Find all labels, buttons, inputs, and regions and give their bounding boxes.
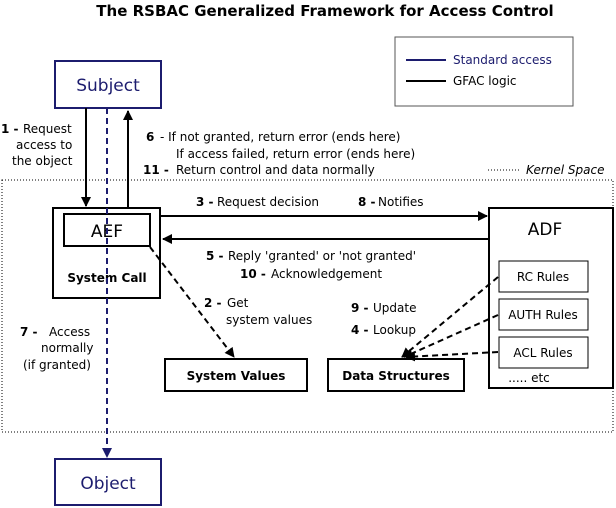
step-7-line-2: normally bbox=[41, 341, 93, 355]
object-box bbox=[54, 458, 162, 506]
arrow-rc-lookup bbox=[401, 276, 499, 358]
step-10-text: Acknowledgement bbox=[271, 267, 382, 281]
legend-box bbox=[394, 36, 574, 107]
step-6-number: 6 bbox=[146, 130, 154, 144]
step-11-number: 11 - bbox=[143, 163, 169, 177]
system-values-box bbox=[164, 358, 308, 392]
subject-box bbox=[54, 60, 162, 109]
auth-rules-box bbox=[498, 298, 589, 331]
step-7-line-1: Access bbox=[49, 325, 90, 339]
adf-label: ADF bbox=[528, 220, 563, 240]
object-label: Object bbox=[80, 474, 136, 494]
rc-rules-box bbox=[498, 260, 589, 293]
arrow-get-system-values bbox=[149, 246, 235, 358]
kernel-space-region bbox=[1, 179, 614, 433]
subject-label: Subject bbox=[76, 76, 140, 96]
step-4-text: Lookup bbox=[373, 323, 416, 337]
step-11-text: Return control and data normally bbox=[176, 163, 375, 177]
step-3-text: Request decision bbox=[217, 195, 319, 209]
step-5-text: Reply 'granted' or 'not granted' bbox=[228, 249, 416, 263]
step-8-text: Notifies bbox=[378, 195, 424, 209]
diagram-title: The RSBAC Generalized Framework for Acce… bbox=[96, 2, 553, 20]
arrow-acl-lookup bbox=[405, 351, 499, 362]
step-9-number: 9 - bbox=[351, 301, 369, 315]
step-8-number: 8 - bbox=[358, 195, 376, 209]
step-4-number: 4 - bbox=[351, 323, 369, 337]
acl-rules-label: ACL Rules bbox=[513, 346, 572, 360]
rc-rules-label: RC Rules bbox=[517, 270, 569, 284]
step-1-number: 1 - bbox=[1, 122, 19, 136]
system-values-label: System Values bbox=[187, 369, 286, 383]
data-structures-label: Data Structures bbox=[342, 369, 450, 383]
arrow-auth-lookup bbox=[403, 314, 499, 358]
step-6-line-2: If access failed, return error (ends her… bbox=[176, 147, 415, 161]
step-1-line-1: Request bbox=[23, 122, 72, 136]
step-7-number: 7 - bbox=[20, 325, 38, 339]
legend: Standard access GFAC logic bbox=[394, 36, 574, 107]
step-1-line-3: the object bbox=[12, 154, 73, 168]
step-2-number: 2 - bbox=[204, 296, 222, 310]
step-10-number: 10 - bbox=[240, 267, 266, 281]
legend-gfac-logic-label: GFAC logic bbox=[453, 74, 517, 88]
step-3-number: 3 - bbox=[196, 195, 214, 209]
data-structures-box bbox=[327, 358, 465, 392]
kernel-space-label: Kernel Space bbox=[526, 163, 604, 177]
etc-label: ..... etc bbox=[508, 371, 550, 385]
legend-standard-access-label: Standard access bbox=[453, 53, 552, 67]
step-2-line-2: system values bbox=[226, 313, 312, 327]
auth-rules-label: AUTH Rules bbox=[508, 308, 578, 322]
step-6-line-1: - If not granted, return error (ends her… bbox=[160, 130, 400, 144]
acl-rules-box bbox=[498, 336, 589, 369]
step-7-line-3: (if granted) bbox=[23, 358, 91, 372]
step-9-text: Update bbox=[373, 301, 416, 315]
step-2-line-1: Get bbox=[227, 296, 249, 310]
step-5-number: 5 - bbox=[206, 249, 224, 263]
step-1-line-2: access to bbox=[16, 138, 72, 152]
